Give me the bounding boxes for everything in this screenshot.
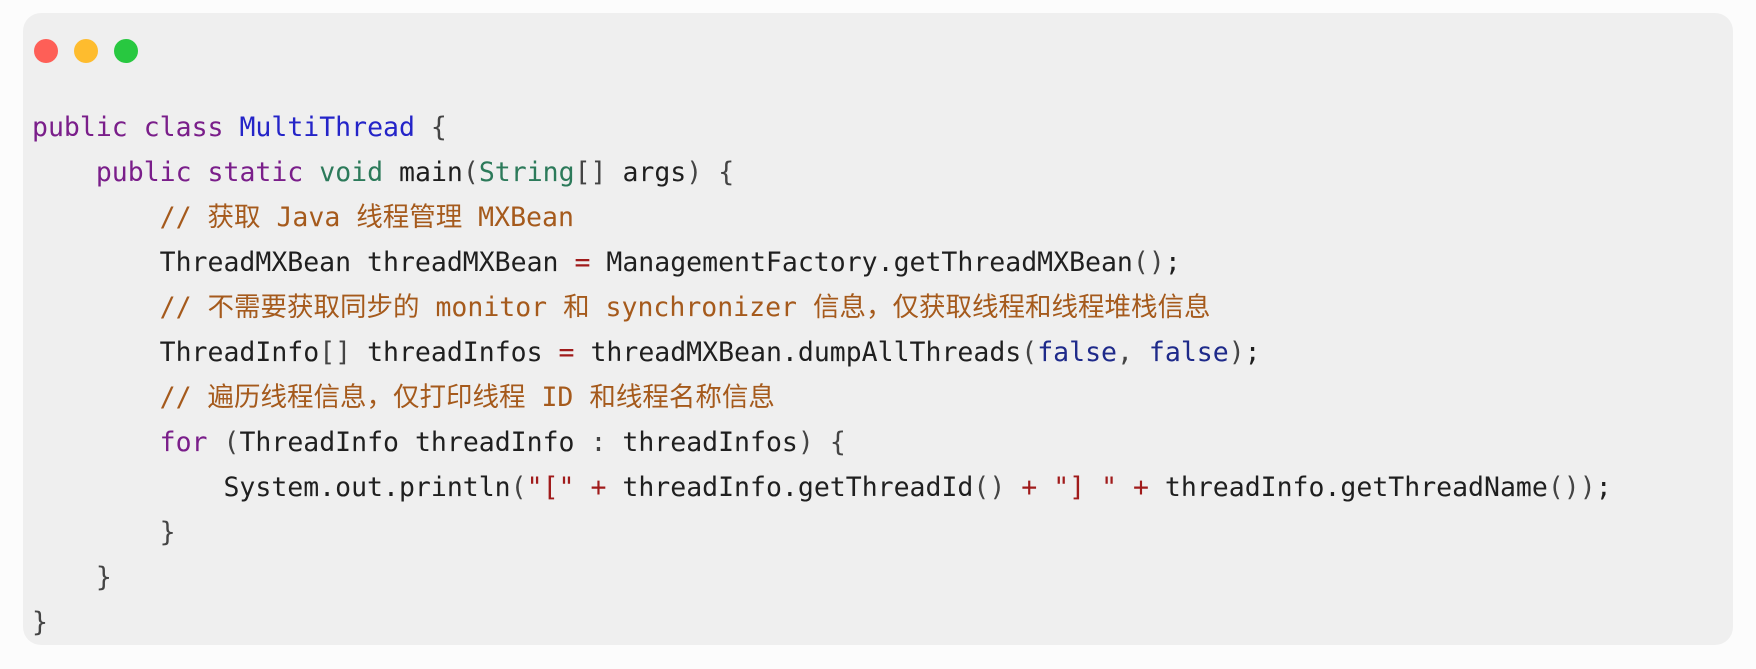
code-token: : [590,427,607,458]
code-token: ; [1244,337,1261,368]
code-token: // 遍历线程信息，仅打印线程 ID 和线程名称信息 [159,382,775,413]
code-token [415,112,431,143]
code-token: // 获取 Java 线程管理 MXBean [159,202,574,233]
code-indent [32,427,160,458]
code-token: for [159,427,208,458]
code-token: } [32,607,48,638]
code-indent [32,202,160,233]
code-token: ; [1595,472,1612,503]
code-token: [] [574,157,607,188]
code-token: ) [1228,337,1245,368]
code-token: ThreadInfo [159,337,320,368]
code-snippet-window: public class MultiThread { public static… [23,13,1733,645]
code-token: MultiThread [239,112,415,143]
close-dot-icon[interactable] [34,39,58,63]
code-line: // 不需要获取同步的 monitor 和 synchronizer 信息，仅获… [32,285,1612,330]
code-token: ) [686,157,703,188]
code-token: ; [1164,247,1181,278]
code-token [303,157,319,188]
code-line: ThreadInfo[] threadInfos = threadMXBean.… [32,330,1612,375]
code-token: [] [319,337,352,368]
code-token: String [478,157,575,188]
code-indent [32,157,96,188]
code-token: false [1037,337,1117,368]
code-token: System.out.println [223,472,511,503]
code-token: args [606,157,687,188]
code-token: ( [223,427,240,458]
code-line: public static void main(String[] args) { [32,150,1612,195]
code-token: threadInfos [351,337,559,368]
code-token: "] " [1053,472,1118,503]
code-indent [32,292,160,323]
code-token: ( [510,472,527,503]
code-line: System.out.println("[" + threadInfo.getT… [32,465,1612,510]
code-token: } [95,562,112,593]
code-token: false [1148,337,1229,368]
code-token [128,112,144,143]
code-token [208,427,224,458]
code-token: = [574,247,591,278]
code-line: // 获取 Java 线程管理 MXBean [32,195,1612,240]
code-token: () [973,472,1006,503]
code-token: main [399,157,463,188]
code-token [1005,472,1021,503]
code-token: threadInfo.getThreadId [606,472,974,503]
code-token: // 不需要获取同步的 monitor 和 synchronizer 信息，仅获… [159,292,1211,323]
code-token [383,157,399,188]
code-token [1037,472,1053,503]
code-token: ThreadMXBean threadMXBean [159,247,575,278]
code-indent [32,472,223,503]
maximize-dot-icon[interactable] [114,39,138,63]
code-indent [32,562,96,593]
code-indent [32,382,160,413]
code-token: ) [797,427,814,458]
code-line: for (ThreadInfo threadInfo : threadInfos… [32,420,1612,465]
code-token: ( [1021,337,1038,368]
code-token: + [590,472,607,503]
code-token: threadInfo.getThreadName [1148,472,1548,503]
code-indent [32,247,160,278]
code-token: () [1132,247,1165,278]
code-token: static [207,157,304,188]
minimize-dot-icon[interactable] [74,39,98,63]
code-token: ThreadInfo threadInfo [239,427,591,458]
code-token: = [558,337,575,368]
code-token: + [1021,472,1038,503]
code-token: + [1133,472,1149,503]
code-token [574,472,590,503]
code-line: public class MultiThread { [32,105,1612,150]
code-line: } [32,510,1612,555]
code-token [192,157,208,188]
code-token: void [319,157,384,188]
code-token: "[" [526,472,575,503]
code-token [702,157,718,188]
code-token: public [95,157,192,188]
code-line: } [32,600,1612,645]
code-token [814,427,830,458]
code-token [223,112,239,143]
code-block: public class MultiThread { public static… [32,105,1612,645]
code-token: { [430,112,447,143]
code-token: ( [462,157,479,188]
code-token: { [718,157,735,188]
code-line: ThreadMXBean threadMXBean = ManagementFa… [32,240,1612,285]
code-token: public [32,112,128,143]
code-token: threadMXBean.dumpAllThreads [574,337,1022,368]
code-indent [32,337,160,368]
code-token: ()) [1547,472,1596,503]
code-token: , [1116,337,1149,368]
code-token: class [143,112,224,143]
code-token: { [829,427,846,458]
code-token [1117,472,1133,503]
code-line: // 遍历线程信息，仅打印线程 ID 和线程名称信息 [32,375,1612,420]
code-token: } [159,517,176,548]
code-token: threadInfos [606,427,798,458]
code-line: } [32,555,1612,600]
code-token: ManagementFactory.getThreadMXBean [590,247,1133,278]
code-indent [32,517,160,548]
